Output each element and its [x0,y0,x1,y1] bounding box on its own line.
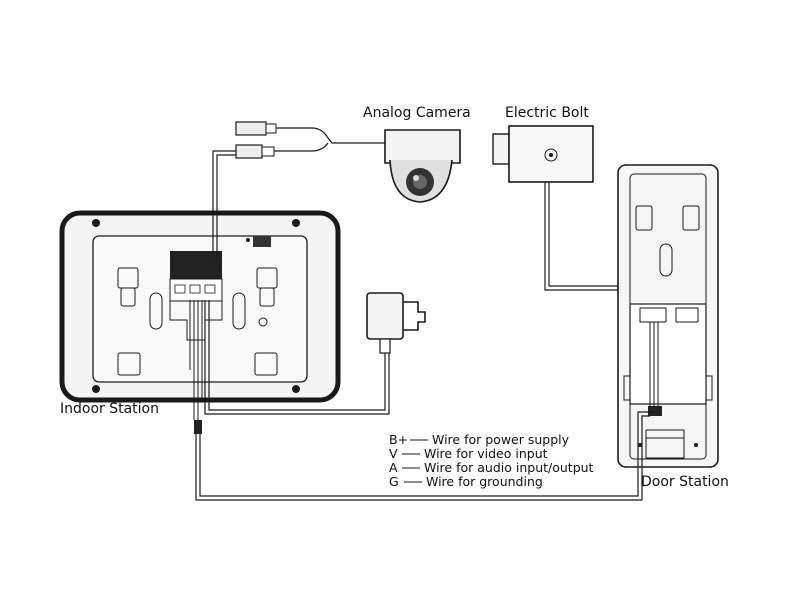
legend-key: V [389,446,398,461]
legend-key: G [389,474,399,489]
electric-bolt [492,125,689,300]
analog-camera-label: Analog Camera [363,105,471,121]
main-cable [194,411,654,501]
indoor-station-label: Indoor Station [60,401,159,417]
legend-text: Wire for audio input/output [424,460,594,475]
electric-bolt-label: Electric Bolt [505,105,589,121]
power-adapter [204,292,426,415]
legend-text: Wire for video input [424,446,548,461]
analog-camera [212,121,461,258]
legend-key: A [389,460,398,475]
door-station-label: Door Station [641,474,729,490]
door-station [617,164,719,468]
wire-legend: B+ Wire for power supply V Wire for vide… [389,432,594,489]
legend-text: Wire for power supply [432,432,570,447]
legend-key: B+ [389,432,408,447]
legend-text: Wire for grounding [426,474,543,489]
indoor-station [59,210,341,430]
